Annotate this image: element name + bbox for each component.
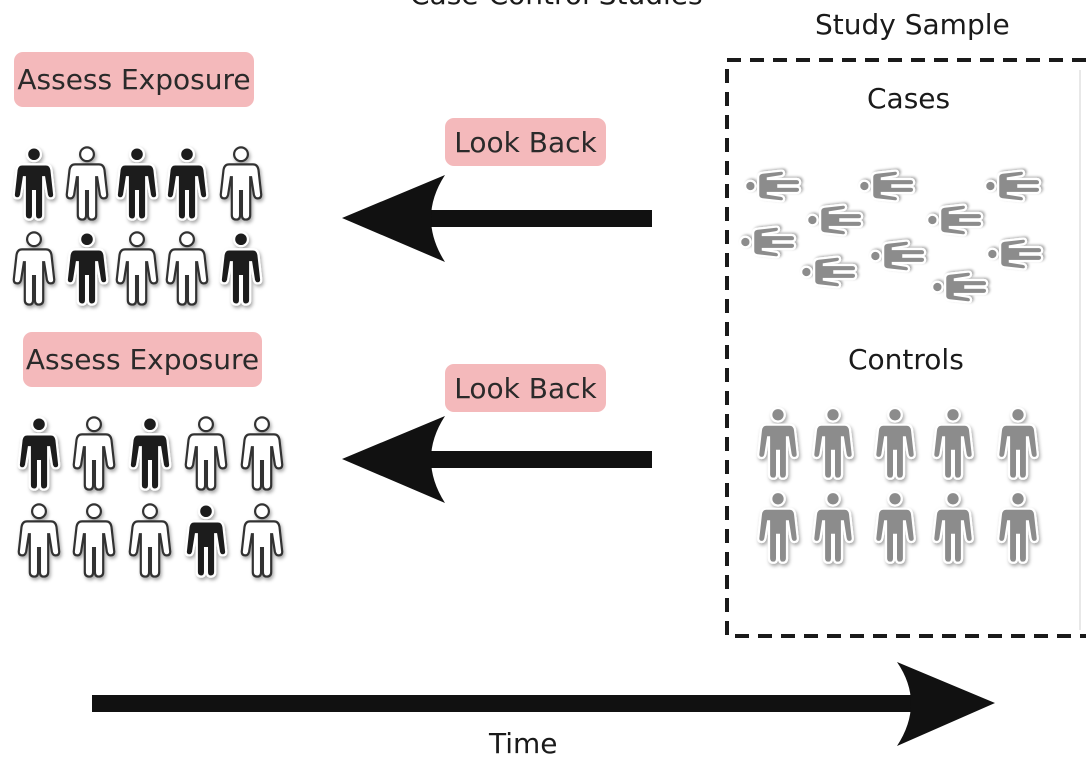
exposed-person-icon — [184, 503, 228, 578]
look-back-arrow-bottom — [342, 416, 652, 503]
unexposed-person-icon — [12, 231, 56, 306]
diagram-title: Case-Control Studies — [410, 0, 703, 11]
control-person-icon — [874, 406, 916, 480]
look-back-arrow-top — [342, 175, 652, 262]
unexposed-person-icon — [128, 503, 172, 578]
bottom-exposure-group — [17, 416, 284, 578]
control-person-icon — [932, 490, 974, 564]
unexposed-person-icon — [115, 231, 159, 306]
control-person-icon — [874, 490, 916, 564]
study-sample-label: Study Sample — [815, 8, 1010, 41]
exposed-person-icon — [115, 146, 159, 221]
control-person-icon — [812, 490, 854, 564]
assess-exposure-bottom: Assess Exposure — [23, 332, 262, 387]
unexposed-person-icon — [240, 416, 284, 491]
time-label: Time — [489, 727, 558, 760]
case-person-icon — [858, 169, 916, 203]
case-person-icon — [869, 239, 927, 273]
control-person-icon — [997, 490, 1039, 564]
unexposed-person-icon — [240, 503, 284, 578]
top-exposure-group — [12, 146, 263, 306]
exposed-person-icon — [65, 231, 109, 306]
unexposed-person-icon — [184, 416, 228, 491]
exposed-person-icon — [17, 416, 61, 491]
control-person-icon — [932, 406, 974, 480]
look-back-bottom: Look Back — [445, 364, 606, 412]
exposed-person-icon — [165, 146, 209, 221]
case-person-icon — [744, 169, 802, 203]
control-person-icon — [812, 406, 854, 480]
unexposed-person-icon — [165, 231, 209, 306]
unexposed-person-icon — [72, 503, 116, 578]
exposed-person-icon — [219, 231, 263, 306]
controls-group — [757, 406, 1039, 564]
case-person-icon — [984, 169, 1042, 203]
case-person-icon — [800, 255, 858, 289]
assess-exposure-top: Assess Exposure — [14, 52, 254, 107]
unexposed-person-icon — [65, 146, 109, 221]
study-sample-box — [725, 58, 1086, 638]
cases-label: Cases — [867, 82, 951, 115]
cases-group — [739, 169, 1044, 304]
case-person-icon — [739, 225, 797, 259]
control-person-icon — [757, 490, 799, 564]
case-person-icon — [806, 203, 864, 237]
controls-label: Controls — [848, 343, 964, 376]
time-arrow — [92, 662, 995, 746]
unexposed-person-icon — [17, 503, 61, 578]
case-person-icon — [926, 203, 984, 237]
case-person-icon — [931, 270, 989, 304]
unexposed-person-icon — [219, 146, 263, 221]
exposed-person-icon — [12, 146, 56, 221]
case-person-icon — [986, 237, 1044, 271]
control-person-icon — [997, 406, 1039, 480]
look-back-top: Look Back — [445, 118, 606, 166]
unexposed-person-icon — [72, 416, 116, 491]
control-person-icon — [757, 406, 799, 480]
exposed-person-icon — [128, 416, 172, 491]
